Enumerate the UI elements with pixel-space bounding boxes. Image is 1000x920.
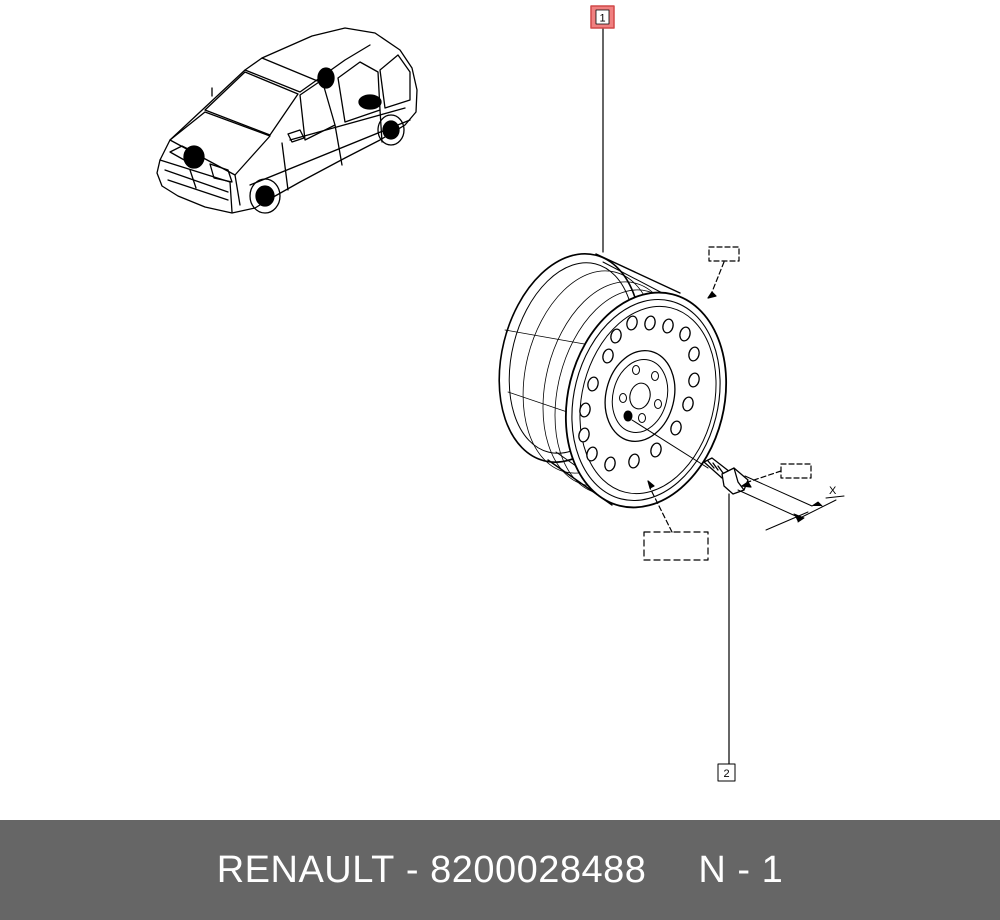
callout-wheel: 1	[590, 5, 615, 253]
part-number-footer: RENAULT - 8200028488 N - 1	[0, 820, 1000, 920]
footer-separator: -	[405, 848, 419, 891]
callout-label-wheel-bolt: 2	[723, 768, 729, 780]
bolt-icon	[631, 419, 845, 531]
dashed-reference-box-top	[707, 246, 740, 299]
footer-note: N - 1	[698, 848, 784, 891]
vehicle-locator-icon	[156, 27, 418, 214]
footer-part-number: 8200028488	[430, 848, 647, 891]
callout-label-wheel: 1	[599, 13, 605, 25]
dashed-reference-box-bolt	[741, 463, 812, 488]
wheel-icon	[498, 253, 728, 509]
exploded-parts-diagram: 1 2 X	[156, 5, 845, 782]
footer-brand: RENAULT	[216, 848, 395, 891]
dimension-label-x: X	[829, 485, 837, 497]
callout-wheel-bolt: 2	[717, 493, 736, 782]
dashed-reference-box-bottom	[643, 480, 709, 561]
